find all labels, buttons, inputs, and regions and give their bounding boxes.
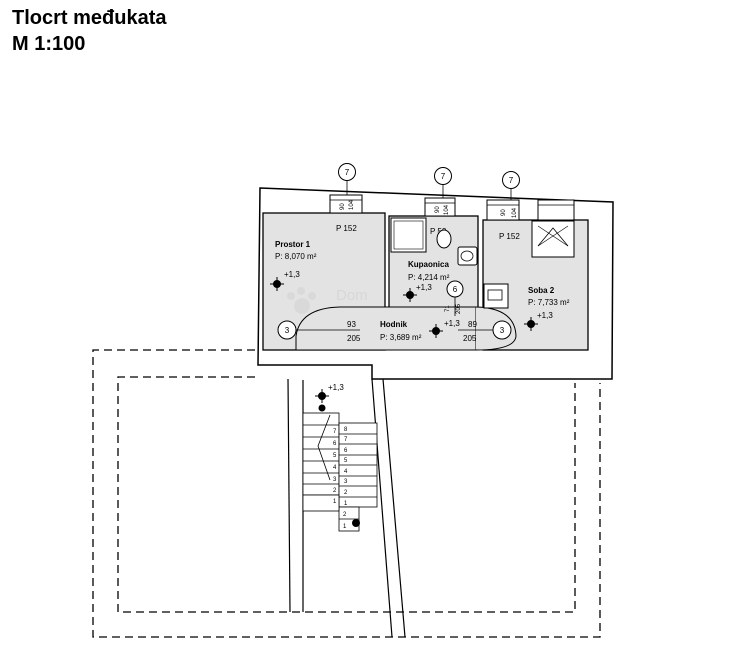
step-bottom-2: 1 bbox=[343, 524, 347, 530]
step-right-6: 3 bbox=[344, 479, 348, 485]
window-pocket-4 bbox=[537, 199, 575, 221]
soba-2-area: P: 7,733 m² bbox=[528, 298, 570, 307]
watermark-paw-icon bbox=[287, 287, 316, 314]
step-left-4: 4 bbox=[333, 465, 337, 471]
door-bath-width: 71 bbox=[445, 305, 451, 312]
step-right-1: 8 bbox=[344, 427, 348, 433]
kupaonica-level: +1,3 bbox=[416, 283, 432, 292]
step-right-2: 7 bbox=[344, 437, 348, 443]
step-right-4: 5 bbox=[344, 458, 348, 464]
toilet bbox=[436, 229, 452, 249]
outline-dashed-outer bbox=[92, 349, 601, 638]
window-tag-3-label: 7 bbox=[509, 176, 514, 185]
step-right-7: 2 bbox=[344, 490, 348, 496]
level-marker-prostor-1 bbox=[270, 277, 284, 291]
step-left-5: 3 bbox=[333, 477, 337, 483]
watermark: Dom bbox=[336, 287, 368, 304]
hodnik-name: Hodnik bbox=[380, 320, 408, 329]
door-right-width: 89 bbox=[468, 320, 477, 329]
window-pocket-2 bbox=[424, 197, 456, 217]
step-left-6: 2 bbox=[333, 488, 337, 494]
window-3-height: 104 bbox=[512, 207, 518, 218]
step-left-2: 6 bbox=[333, 441, 337, 447]
prostor-1-level: +1,3 bbox=[284, 270, 300, 279]
door-tag-bath: 6 71 205 bbox=[445, 280, 464, 316]
step-left-1: 7 bbox=[333, 429, 337, 435]
window-2-width: 90 bbox=[435, 206, 441, 213]
door-tag-right: 3 89 205 bbox=[458, 320, 512, 343]
step-left-7: 1 bbox=[333, 499, 337, 505]
window-tag-1: 7 bbox=[338, 163, 356, 195]
level-marker-hodnik bbox=[429, 324, 443, 338]
shower-tray bbox=[390, 217, 427, 253]
window-1-width: 90 bbox=[340, 203, 346, 210]
door-tag-bath-label: 6 bbox=[453, 285, 458, 294]
sink bbox=[457, 246, 478, 266]
window-3-width: 90 bbox=[501, 209, 507, 216]
outline-dashed-inner bbox=[117, 376, 576, 613]
kupaonica-name: Kupaonica bbox=[408, 260, 449, 269]
level-marker-soba-2 bbox=[524, 317, 538, 331]
door-tag-right-label: 3 bbox=[500, 326, 505, 335]
prostor-1-name: Prostor 1 bbox=[275, 240, 311, 249]
step-left-3: 5 bbox=[333, 453, 337, 459]
plan-title: Tlocrt međukata bbox=[12, 7, 167, 29]
step-right-5: 4 bbox=[344, 469, 348, 475]
soba-2-name: Soba 2 bbox=[528, 286, 555, 295]
prostor-1-area: P: 8,070 m² bbox=[275, 252, 317, 261]
step-right-8: 1 bbox=[344, 501, 348, 507]
stairs-level: +1,3 bbox=[328, 383, 344, 392]
window-tag-2-label: 7 bbox=[441, 172, 446, 181]
window-2-height: 104 bbox=[444, 204, 450, 215]
plan-scale: M 1:100 bbox=[12, 33, 86, 55]
window-pocket-1 bbox=[329, 194, 363, 214]
window-tag-3: 7 bbox=[502, 171, 520, 200]
hodnik-area: P: 3,689 m² bbox=[380, 333, 422, 342]
step-right-3: 6 bbox=[344, 448, 348, 454]
stair-start-dot bbox=[352, 519, 360, 527]
stair-shaft-inner-right bbox=[382, 378, 406, 638]
level-marker-kupaonica bbox=[403, 288, 417, 302]
door-tag-left-label: 3 bbox=[285, 326, 290, 335]
stair-shaft-left-wall bbox=[287, 378, 291, 613]
window-3-sill: P 152 bbox=[499, 232, 520, 241]
window-tag-1-label: 7 bbox=[345, 168, 350, 177]
stair-shaft-right-wall bbox=[371, 378, 393, 638]
stair-flight-left bbox=[302, 412, 340, 496]
door-right-height: 205 bbox=[463, 334, 477, 343]
kupaonica-area: P: 4,214 m² bbox=[408, 273, 450, 282]
window-1-sill: P 152 bbox=[336, 224, 357, 233]
soba-2-level: +1,3 bbox=[537, 311, 553, 320]
door-tag-left: 3 93 205 bbox=[277, 320, 361, 343]
door-left-width: 93 bbox=[347, 320, 356, 329]
step-bottom-1: 2 bbox=[343, 512, 347, 518]
door-bath-height: 205 bbox=[456, 303, 462, 314]
hodnik-level: +1,3 bbox=[444, 319, 460, 328]
door-left-height: 205 bbox=[347, 334, 361, 343]
window-2-sill: P 52 bbox=[430, 227, 447, 236]
window-tag-2: 7 bbox=[434, 167, 452, 198]
window-1-height: 104 bbox=[349, 199, 355, 210]
level-marker-stairs bbox=[315, 389, 329, 403]
